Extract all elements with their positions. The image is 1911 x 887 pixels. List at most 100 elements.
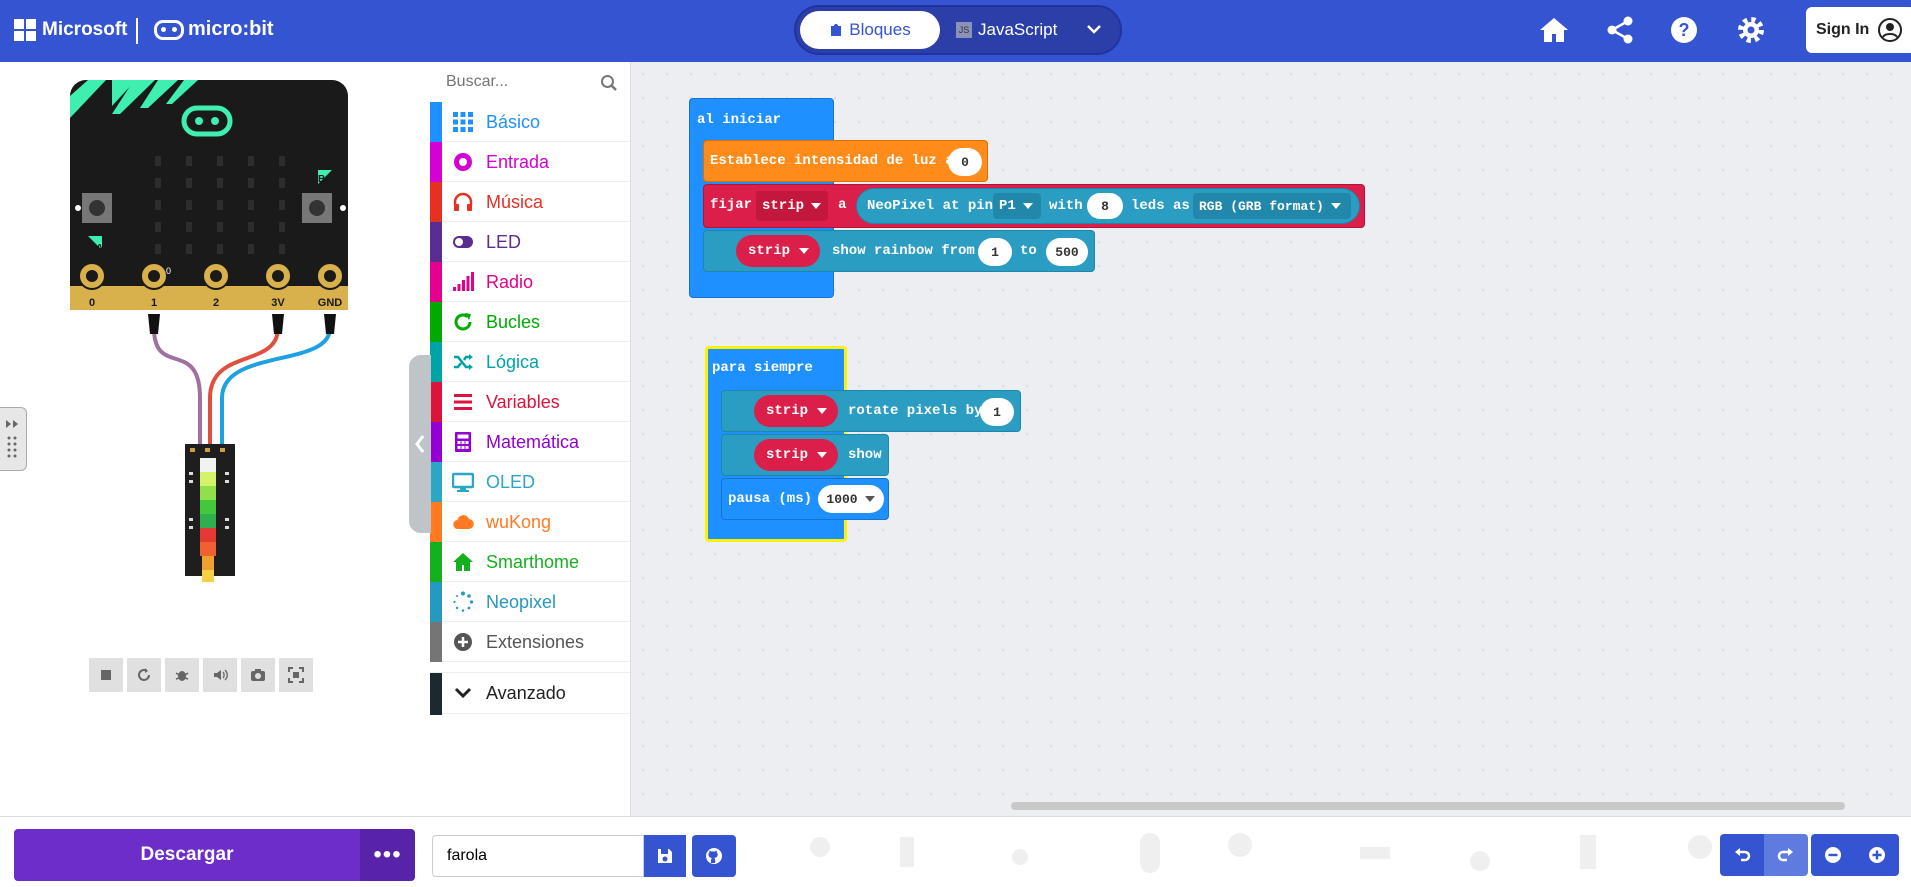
fullscreen-icon [288, 667, 304, 683]
strip-variable-reporter[interactable]: strip [736, 235, 820, 267]
sound-button[interactable] [203, 658, 237, 692]
brightness-value-input[interactable]: 0 [948, 148, 982, 176]
javascript-mode-button[interactable]: JS JavaScript [956, 11, 1057, 49]
project-name-input[interactable] [432, 835, 644, 877]
bug-icon [175, 671, 189, 681]
stop-button[interactable] [89, 658, 123, 692]
simulator-panel: A B 0 1 2 3V GND 0 [0, 62, 430, 816]
undo-button[interactable] [1720, 834, 1764, 876]
category-math[interactable]: Matemática [430, 422, 630, 462]
category-led[interactable]: LED [430, 222, 630, 262]
category-color-bar [430, 462, 442, 502]
category-variables[interactable]: Variables [430, 382, 630, 422]
strip-variable-dropdown[interactable]: strip [756, 191, 828, 221]
led-count-input[interactable]: 8 [1087, 193, 1123, 219]
simulator-collapse-handle[interactable] [0, 407, 27, 471]
caret-down-icon [1022, 203, 1033, 209]
restart-button[interactable] [127, 658, 161, 692]
workspace-horizontal-scrollbar[interactable] [1011, 802, 1845, 810]
microsoft-logo[interactable]: Microsoft [14, 19, 128, 41]
category-neopixel[interactable]: Neopixel [430, 582, 630, 622]
sign-in-label: Sign In [1816, 21, 1870, 38]
chevron-down-icon[interactable] [1086, 19, 1102, 39]
svg-text:3V: 3V [271, 297, 285, 309]
undo-icon [1735, 848, 1751, 862]
category-loops[interactable]: Bucles [430, 302, 630, 342]
screenshot-button[interactable] [241, 658, 275, 692]
microbit-icon [154, 19, 184, 40]
category-extensions[interactable]: Extensiones [430, 622, 630, 662]
svg-text:2: 2 [213, 297, 219, 309]
microbit-logo[interactable]: micro:bit [154, 18, 274, 41]
blocks-mode-button[interactable]: Bloques [800, 11, 940, 49]
button-b: B [302, 170, 346, 223]
svg-text:1: 1 [151, 297, 157, 309]
category-wukong[interactable]: wuKong [430, 502, 630, 542]
on-start-label: al iniciar [697, 112, 782, 128]
zoom-out-icon [1825, 847, 1841, 863]
neopixel-create-block[interactable]: NeoPixel at pin P1 with 8 leds as RGB (G… [856, 188, 1360, 224]
settings-gear-icon[interactable] [1735, 14, 1767, 46]
category-advanced[interactable]: Avanzado [430, 672, 630, 715]
more-dots-icon: ••• [373, 841, 402, 868]
search-input[interactable] [430, 62, 630, 102]
category-label: Básico [486, 112, 541, 132]
category-oled[interactable]: OLED [430, 462, 630, 502]
stop-icon [101, 670, 111, 680]
category-input[interactable]: Entrada [430, 142, 630, 182]
strip-variable-reporter[interactable]: strip [754, 439, 838, 471]
strip-show-block[interactable]: strip show [721, 434, 889, 476]
svg-text:0: 0 [166, 266, 171, 276]
puzzle-icon [831, 24, 842, 36]
set-brightness-block[interactable]: Establece intensidad de luz a 0 [703, 140, 988, 182]
svg-text:GND: GND [318, 297, 343, 309]
microbit-board[interactable]: A B 0 1 2 3V GND 0 [60, 78, 360, 598]
search-icon[interactable] [600, 74, 618, 92]
category-music[interactable]: Música [430, 182, 630, 222]
fullscreen-button[interactable] [279, 658, 313, 692]
blocks-workspace[interactable]: al iniciar Establece intensidad de luz a… [631, 62, 1911, 816]
github-button[interactable] [692, 835, 736, 877]
category-smarthome[interactable]: Smarthome [430, 542, 630, 582]
debug-button[interactable] [165, 658, 199, 692]
user-icon [1878, 18, 1903, 42]
toolbox-collapse-handle[interactable] [409, 355, 431, 533]
microbit-label: micro:bit [188, 18, 274, 40]
home-icon[interactable] [1538, 14, 1570, 46]
caret-down-icon [799, 248, 810, 254]
save-button[interactable] [644, 835, 686, 877]
caret-down-icon [817, 408, 828, 414]
color-mode-dropdown[interactable]: RGB (GRB format) [1193, 193, 1351, 219]
strip-variable-reporter[interactable]: strip [754, 395, 838, 427]
pause-duration-dropdown[interactable]: 1000 [818, 485, 884, 513]
category-radio[interactable]: Radio [430, 262, 630, 302]
zoom-out-button[interactable] [1811, 834, 1855, 876]
strip-variable-label: strip [762, 198, 805, 214]
category-basic[interactable]: Básico [430, 102, 630, 142]
rotate-value-input[interactable]: 1 [980, 398, 1014, 426]
color-mode-value: RGB (GRB format) [1199, 198, 1324, 214]
pause-block[interactable]: pausa (ms) 1000 [721, 478, 889, 520]
help-icon[interactable]: ? [1668, 14, 1700, 46]
rainbow-to-input[interactable]: 500 [1046, 238, 1088, 266]
led-matrix [155, 156, 285, 254]
download-button[interactable]: Descargar [14, 829, 360, 881]
category-color-bar [430, 673, 442, 715]
signal-icon [453, 272, 474, 291]
rainbow-from-input[interactable]: 1 [978, 238, 1012, 266]
category-color-bar [430, 222, 442, 262]
pin-dropdown[interactable]: P1 [993, 193, 1041, 219]
rotate-pixels-block[interactable]: strip rotate pixels by 1 [721, 390, 1021, 432]
category-logic[interactable]: Lógica [430, 342, 630, 382]
share-icon[interactable] [1604, 14, 1636, 46]
redo-button[interactable] [1764, 834, 1808, 876]
download-more-button[interactable]: ••• [360, 829, 415, 881]
show-rainbow-block[interactable]: strip show rainbow from 1 to 500 [703, 230, 1095, 272]
category-label: Variables [486, 392, 560, 412]
set-variable-block[interactable]: fijar strip a NeoPixel at pin P1 with 8 … [703, 184, 1365, 228]
category-label: Avanzado [486, 683, 566, 703]
zoom-in-button[interactable] [1855, 834, 1899, 876]
rotate-label: rotate pixels by [848, 403, 983, 419]
javascript-icon: JS [956, 22, 972, 38]
sign-in-button[interactable]: Sign In [1806, 7, 1911, 53]
